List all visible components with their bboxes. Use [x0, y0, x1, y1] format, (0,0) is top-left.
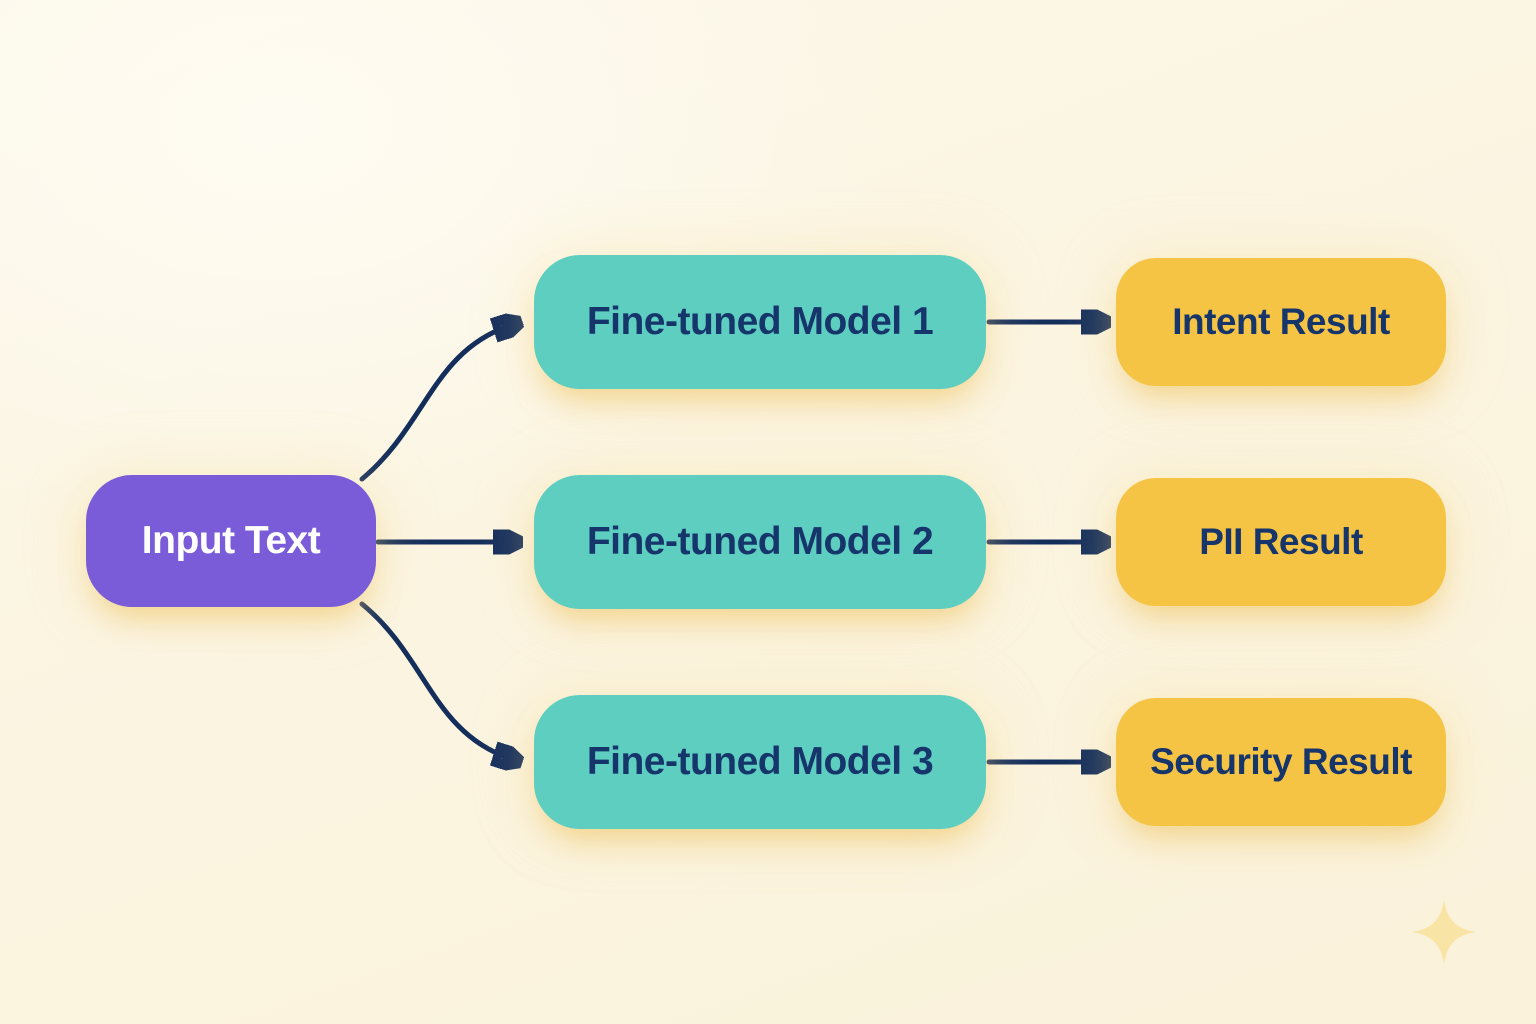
model-node-1: Fine-tuned Model 1	[534, 255, 986, 389]
result-node-security: Security Result	[1116, 698, 1446, 826]
input-text-node: Input Text	[86, 475, 376, 607]
edge-input-to-model1	[359, 324, 514, 482]
model-node-2-label: Fine-tuned Model 2	[586, 520, 934, 563]
model-node-1-label: Fine-tuned Model 1	[586, 300, 934, 343]
model-node-3: Fine-tuned Model 3	[534, 695, 986, 829]
model-node-3-label: Fine-tuned Model 3	[586, 740, 934, 783]
edge-input-to-model3	[359, 601, 514, 760]
result-node-intent-label: Intent Result	[1172, 301, 1390, 342]
sparkle-icon	[1411, 899, 1477, 965]
result-node-intent: Intent Result	[1116, 258, 1446, 386]
result-node-pii-label: PII Result	[1199, 521, 1363, 562]
result-node-pii: PII Result	[1116, 478, 1446, 606]
input-text-label: Input Text	[141, 519, 321, 562]
result-node-security-label: Security Result	[1150, 741, 1412, 782]
model-node-2: Fine-tuned Model 2	[534, 475, 986, 609]
